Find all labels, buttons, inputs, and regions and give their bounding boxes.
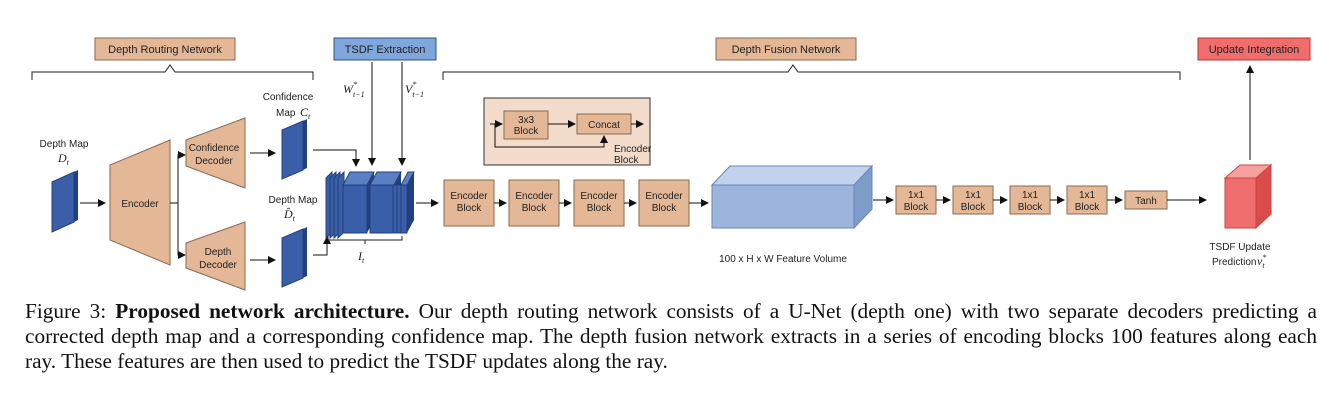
caption-title: Proposed network architecture. (115, 299, 410, 323)
svg-text:Block: Block (614, 155, 639, 166)
confidence-decoder: Confidence Decoder (185, 117, 246, 189)
svg-text:Map: Map (276, 108, 296, 119)
svg-text:Encoder: Encoder (121, 199, 159, 210)
arrow-depth-to-stack (313, 236, 331, 256)
tsdf-weight-label: W*t−1 (343, 80, 365, 99)
depth-routing-brace (31, 64, 314, 80)
svg-text:3x3: 3x3 (518, 115, 535, 126)
svg-text:Confidence: Confidence (263, 92, 314, 103)
svg-text:Encoder: Encoder (450, 191, 488, 202)
svg-text:Depth Map: Depth Map (269, 195, 318, 206)
svg-text:Block: Block (1075, 202, 1100, 213)
svg-text:1x1: 1x1 (1022, 190, 1039, 201)
input-stack-label: It (357, 249, 365, 265)
one-by-one-block-1: 1x1 Block (895, 185, 937, 215)
svg-text:Block: Block (904, 202, 929, 213)
one-by-one-block-3: 1x1 Block (1009, 185, 1051, 215)
fusion-encoder-block-3: Encoder Block (573, 179, 625, 227)
arrow-confidence-to-stack (313, 149, 360, 167)
svg-text:Update Integration: Update Integration (1209, 44, 1300, 56)
svg-text:Concat: Concat (588, 120, 620, 131)
depth-fusion-header: Depth Fusion Network (715, 37, 857, 61)
refined-depth-map (281, 227, 307, 288)
svg-text:D̂t: D̂t (283, 207, 296, 223)
tsdf-update-label: TSDF Update Prediction v*t (1209, 242, 1271, 270)
input-depth-map-label: Depth Map Dt (40, 139, 89, 167)
svg-text:Confidence: Confidence (189, 143, 240, 154)
svg-text:Block: Block (961, 202, 986, 213)
svg-text:Encoder: Encoder (515, 191, 553, 202)
svg-text:Ct: Ct (300, 105, 311, 121)
svg-text:Block: Block (587, 203, 612, 214)
svg-text:1x1: 1x1 (965, 190, 982, 201)
svg-text:Decoder: Decoder (199, 260, 237, 271)
svg-text:Block: Block (1018, 202, 1043, 213)
svg-text:TSDF Extraction: TSDF Extraction (345, 44, 426, 56)
svg-text:Depth: Depth (205, 247, 232, 258)
caption-prefix: Figure 3: (25, 299, 116, 323)
depth-routing-header: Depth Routing Network (94, 37, 236, 61)
tanh-block: Tanh (1124, 190, 1168, 210)
svg-text:It: It (357, 249, 365, 265)
caption-body: Our depth routing network consists of a … (25, 299, 1317, 373)
input-depth-map (51, 170, 78, 233)
arrow-to-confidence-decoder (170, 151, 186, 204)
fusion-encoder-block-2: Encoder Block (508, 179, 560, 227)
svg-text:Block: Block (652, 203, 677, 214)
svg-text:Block: Block (514, 126, 539, 137)
svg-text:1x1: 1x1 (908, 190, 925, 201)
one-by-one-block-4: 1x1 Block (1066, 185, 1108, 215)
feature-volume-label: 100 x H x W Feature Volume (719, 254, 847, 265)
confidence-map (281, 119, 307, 180)
tsdf-extraction-header: TSDF Extraction (333, 37, 437, 61)
svg-text:Decoder: Decoder (195, 156, 233, 167)
svg-text:Tanh: Tanh (1135, 196, 1157, 207)
svg-text:TSDF Update: TSDF Update (1209, 242, 1271, 253)
svg-text:1x1: 1x1 (1079, 190, 1096, 201)
svg-text:Block: Block (457, 203, 482, 214)
svg-text:Depth Routing Network: Depth Routing Network (108, 44, 222, 56)
svg-text:Block: Block (522, 203, 547, 214)
svg-text:Prediction: Prediction (1212, 257, 1256, 268)
svg-text:W*t−1: W*t−1 (343, 80, 365, 99)
input-stack-brace (327, 236, 403, 244)
tsdf-update-volume (1223, 163, 1273, 230)
feature-volume (710, 164, 874, 230)
tsdf-value-label: V*t−1 (405, 80, 424, 99)
update-integration-header: Update Integration (1197, 37, 1311, 61)
refined-depth-map-label: Depth Map D̂t (269, 195, 318, 223)
confidence-map-label: Confidence Map Ct (263, 92, 314, 121)
fusion-encoder-block-1: Encoder Block (443, 179, 495, 227)
svg-text:Depth Map: Depth Map (40, 139, 89, 150)
encoder-block: Encoder (109, 139, 171, 266)
arrow-to-depth-decoder (177, 203, 186, 259)
one-by-one-block-2: 1x1 Block (952, 185, 994, 215)
architecture-diagram: Depth Routing Network TSDF Extraction De… (31, 37, 1311, 291)
fusion-encoder-block-4: Encoder Block (638, 179, 690, 227)
figure-caption: Figure 3: Proposed network architecture.… (25, 299, 1317, 374)
svg-text:Depth Fusion Network: Depth Fusion Network (732, 44, 841, 56)
depth-decoder: Depth Decoder (185, 221, 246, 291)
svg-text:Encoder: Encoder (614, 144, 652, 155)
svg-text:Dt: Dt (57, 151, 70, 167)
svg-text:Encoder: Encoder (645, 191, 683, 202)
svg-text:Encoder: Encoder (580, 191, 618, 202)
svg-text:v*t: v*t (1257, 253, 1266, 270)
svg-text:V*t−1: V*t−1 (405, 80, 424, 99)
encoder-block-inset: 3x3 Block Concat Encoder Block (483, 97, 652, 166)
input-stack (325, 170, 415, 240)
depth-fusion-brace (442, 64, 1181, 80)
